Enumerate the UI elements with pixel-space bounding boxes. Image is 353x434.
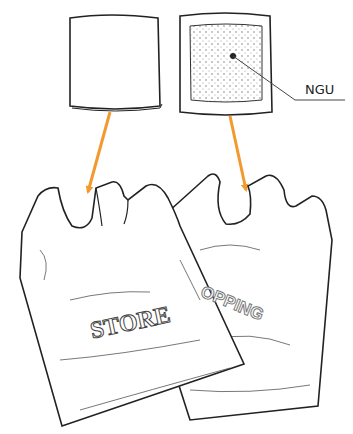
part-label: NGU	[305, 82, 334, 97]
plain-sheet	[70, 15, 162, 111]
orange-arrow	[230, 116, 246, 190]
ngu-sheet	[180, 13, 345, 115]
orange-arrow	[88, 112, 110, 192]
